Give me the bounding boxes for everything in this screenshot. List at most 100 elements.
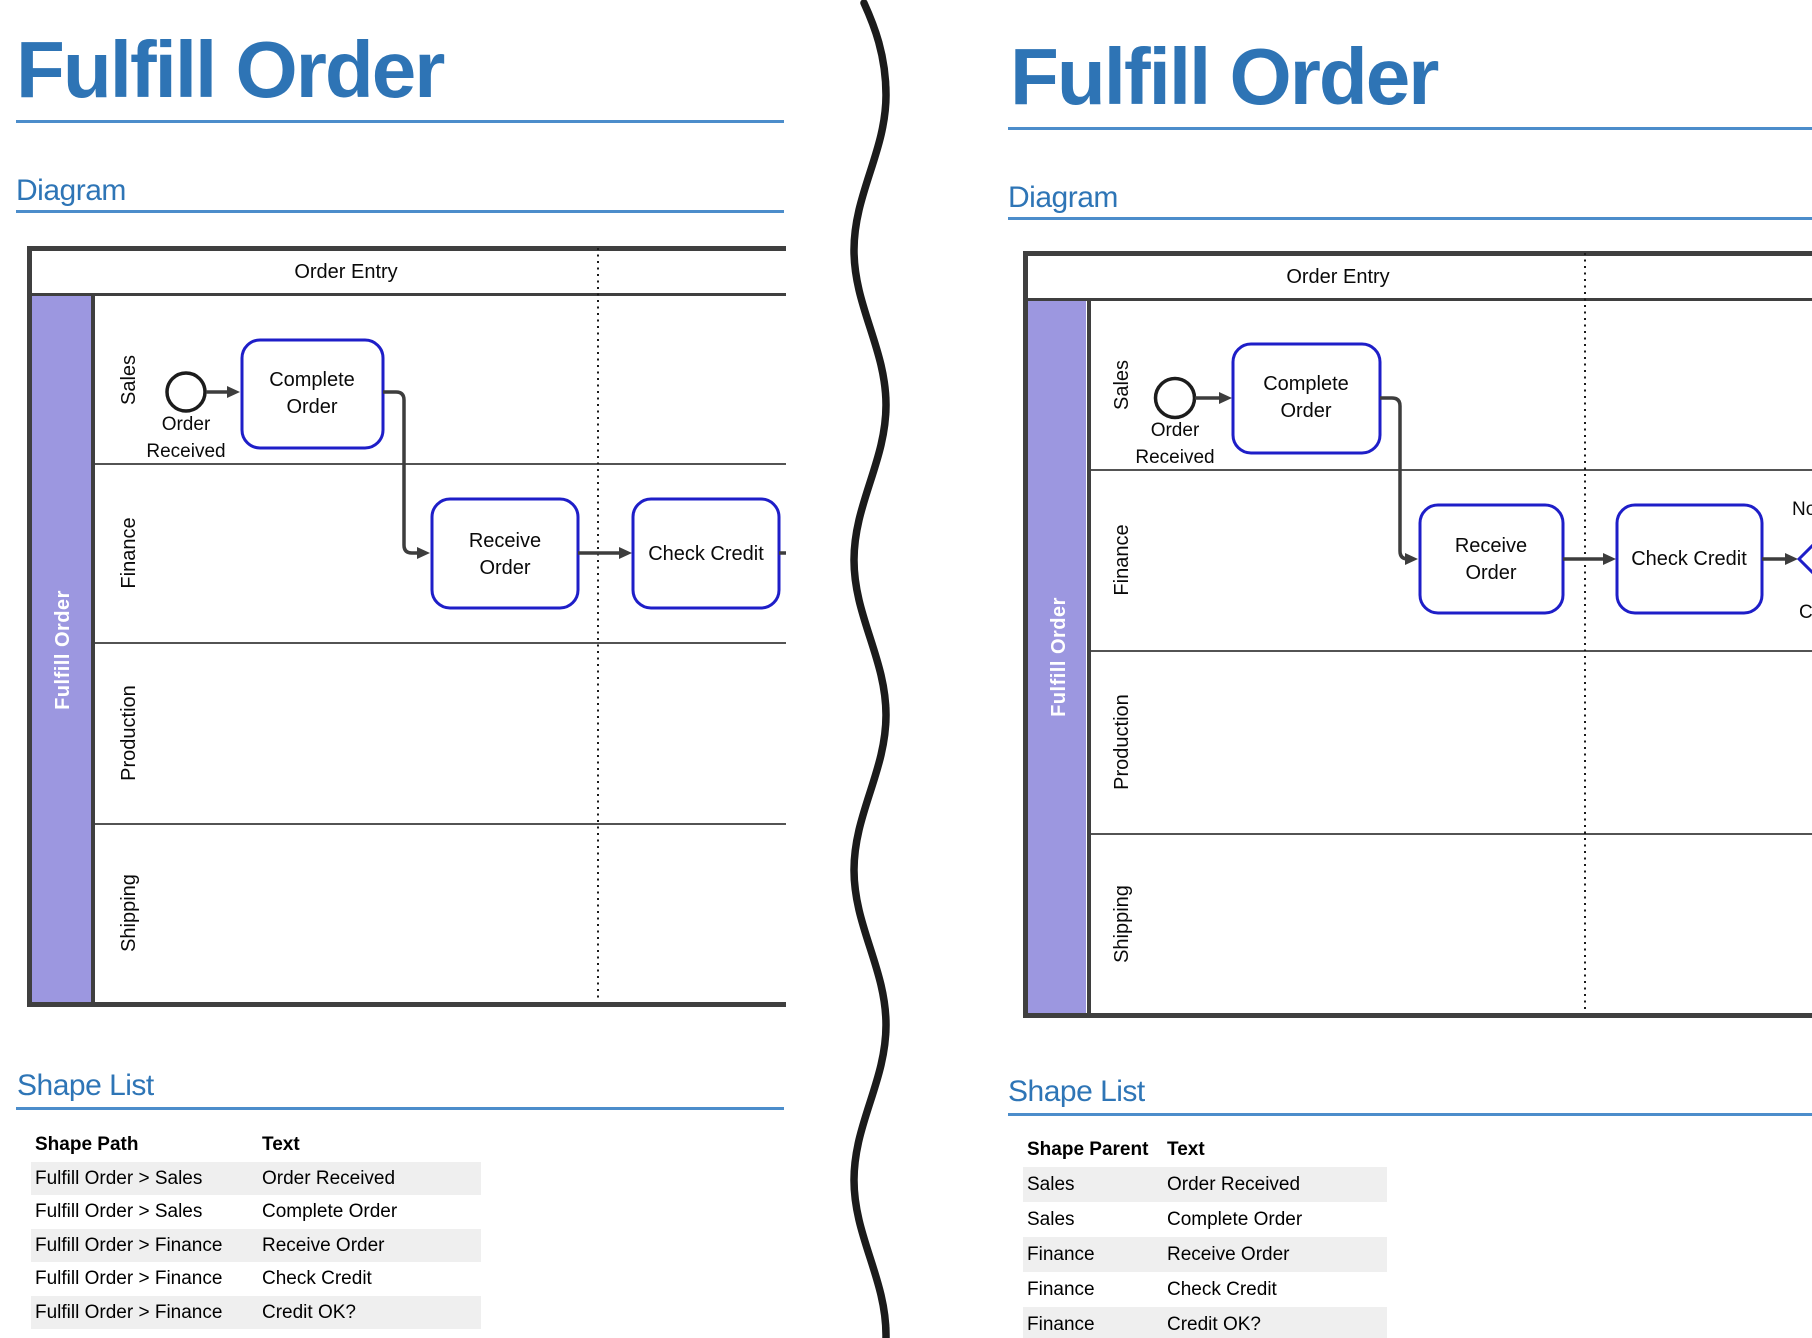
arrowhead-icon (1603, 553, 1616, 565)
lane-label-finance: Finance (1111, 524, 1133, 595)
task-receive-order (430, 497, 580, 610)
pool-title-label: Fulfill Order (52, 590, 74, 710)
start-event-label-line2: Received (146, 441, 225, 462)
start-event-label-line2: Received (1135, 447, 1214, 468)
shape-list-rule (1008, 1113, 1812, 1116)
cell-text: Receive Order (1167, 1244, 1290, 1265)
task-label: Check Credit (1631, 548, 1747, 570)
task-label-line1: Complete (1263, 373, 1349, 395)
task-label-line1: Complete (269, 369, 355, 391)
swimlane-diagram: Order Entry Fulfill Order Sales Finance … (27, 246, 786, 1007)
arrowhead-icon (417, 547, 430, 559)
cell-shape-path: Fulfill Order > Finance (35, 1268, 223, 1289)
start-event-label-line1: Order (1151, 420, 1200, 441)
cell-shape-parent: Finance (1027, 1314, 1095, 1335)
diagram-heading-rule (16, 210, 784, 213)
table-header-shape-parent: Shape Parent (1027, 1139, 1149, 1160)
cell-text: Credit OK? (1167, 1314, 1261, 1335)
cell-shape-parent: Sales (1027, 1209, 1075, 1230)
lane-label-production: Production (118, 685, 140, 781)
task-label: Check Credit (648, 543, 764, 565)
gateway-diamond (1796, 543, 1812, 575)
table-header-text: Text (1167, 1139, 1205, 1160)
cell-shape-path: Fulfill Order > Sales (35, 1201, 203, 1222)
cell-text: Complete Order (1167, 1209, 1303, 1230)
section-heading-shape-list: Shape List (17, 1069, 154, 1102)
diagram-heading-rule (1008, 217, 1812, 220)
arrowhead-icon (1405, 553, 1418, 565)
table-row: Fulfill Order > Finance Check Credit (31, 1262, 481, 1295)
cell-shape-parent: Sales (1027, 1174, 1075, 1195)
task-label-line2: Order (1280, 400, 1331, 422)
swimlane-diagram: Order Entry Fulfill Order Sales Finance … (1023, 251, 1812, 1018)
start-event-circle (165, 371, 207, 413)
cell-text: Complete Order (262, 1201, 398, 1222)
arrowhead-icon (1219, 392, 1232, 404)
task-label-line2: Order (479, 557, 530, 579)
task-complete-order (240, 338, 385, 450)
wavy-divider (850, 0, 890, 1338)
title-rule (16, 120, 784, 123)
gateway-label-no: No (1792, 499, 1812, 520)
page-title: Fulfill Order (1010, 32, 1439, 121)
shape-list-rule (16, 1107, 784, 1110)
cell-shape-path: Fulfill Order > Finance (35, 1235, 223, 1256)
table-row: Sales Complete Order (1023, 1202, 1387, 1237)
table-row: Fulfill Order > Sales Complete Order (31, 1195, 481, 1228)
section-heading-diagram: Diagram (16, 174, 126, 207)
table-header-shape-path: Shape Path (35, 1134, 139, 1155)
arrowhead-icon (227, 386, 240, 398)
task-label-line2: Order (286, 396, 337, 418)
table-row: Finance Credit OK? (1023, 1307, 1387, 1338)
sequence-flow (383, 390, 418, 555)
lane-label-finance: Finance (118, 517, 140, 588)
cell-text: Order Received (262, 1168, 396, 1189)
task-label-line1: Receive (1455, 535, 1527, 557)
table-row: Sales Order Received (1023, 1167, 1387, 1202)
lane-label-shipping: Shipping (1111, 885, 1133, 963)
pool-title-bar (32, 296, 91, 1002)
gateway-label-credit-ok: Credit OK? (1799, 602, 1812, 623)
phase-header-label: Order Entry (1286, 266, 1389, 288)
page-left: Fulfill Order Diagram Order Entry Fulfil… (0, 0, 786, 1338)
arrowhead-icon (1785, 553, 1798, 565)
page-right: Fulfill Order Diagram Order Entry Fulfil… (1000, 0, 1812, 1338)
start-event-label-line1: Order (162, 414, 211, 435)
lane-label-production: Production (1111, 694, 1133, 790)
table-row: Finance Check Credit (1023, 1272, 1387, 1307)
section-heading-shape-list: Shape List (1008, 1075, 1145, 1108)
sequence-flow (1380, 396, 1409, 561)
cell-text: Check Credit (1167, 1279, 1277, 1300)
cell-shape-parent: Finance (1027, 1279, 1095, 1300)
cell-shape-path: Fulfill Order > Sales (35, 1168, 203, 1189)
cell-text: Receive Order (262, 1235, 385, 1256)
lane-label-sales: Sales (118, 355, 140, 405)
table-header-row: Shape Parent Text (1027, 1138, 1205, 1162)
phase-header-label: Order Entry (294, 261, 397, 283)
table-header-row: Shape Path Text (35, 1133, 300, 1157)
cell-text: Order Received (1167, 1174, 1301, 1195)
task-label-line1: Receive (469, 530, 541, 552)
cell-text: Credit OK? (262, 1302, 356, 1323)
wavy-divider-line (850, 0, 890, 1338)
task-receive-order (1418, 503, 1565, 615)
task-label-line2: Order (1465, 562, 1516, 584)
table-header-text: Text (262, 1134, 300, 1155)
arrowhead-icon (619, 547, 632, 559)
pool-title-label: Fulfill Order (1048, 597, 1070, 717)
table-row: Fulfill Order > Sales Order Received (31, 1162, 481, 1195)
table-row: Fulfill Order > Finance Receive Order (31, 1229, 481, 1262)
task-complete-order (1231, 342, 1382, 455)
page-title: Fulfill Order (16, 25, 445, 114)
cell-text: Check Credit (262, 1268, 372, 1289)
title-rule (1008, 127, 1812, 130)
table-row: Finance Receive Order (1023, 1237, 1387, 1272)
section-heading-diagram: Diagram (1008, 181, 1118, 214)
pool-title-bar (1028, 301, 1086, 1013)
lane-label-sales: Sales (1111, 360, 1133, 410)
lane-label-shipping: Shipping (118, 874, 140, 952)
cell-shape-parent: Finance (1027, 1244, 1095, 1265)
start-event-circle (1153, 376, 1197, 420)
